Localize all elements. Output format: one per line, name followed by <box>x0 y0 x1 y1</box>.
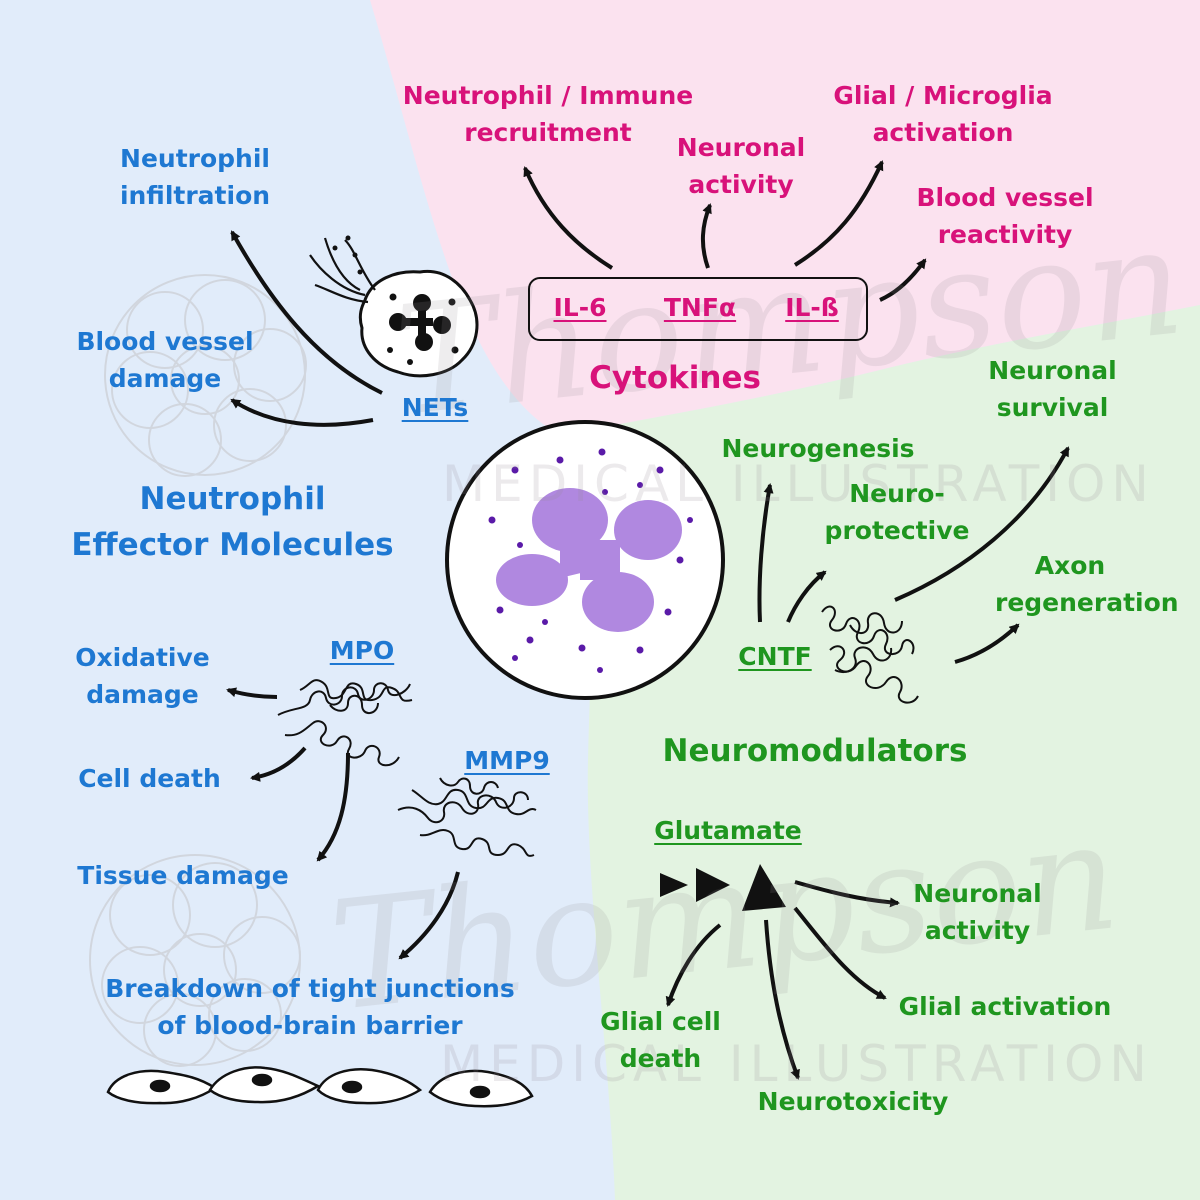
arrow-to-neutrophil-infiltration <box>230 230 383 395</box>
glutamate-label: Glutamate <box>654 816 802 845</box>
mpo-arrows <box>226 687 350 862</box>
cytokine-tnfa: TNFα <box>663 293 737 322</box>
nets-label: NETs <box>401 393 469 422</box>
watermark-caption-bottom: MEDICAL ILLUSTRATION <box>440 1035 1153 1093</box>
cntf-effect-neurogenesis: Neurogenesis <box>721 434 915 463</box>
cntf-protein-illustration <box>821 605 919 704</box>
cytokines-title: Cytokines <box>589 360 761 396</box>
endothelial-cells-illustration <box>106 1066 534 1108</box>
glutamate-arrows <box>665 880 900 1080</box>
arrow-to-blood-vessel-damage <box>230 398 374 427</box>
arrow-to-neuroprotective <box>786 570 827 623</box>
arrow-to-immune-recruitment <box>523 166 614 270</box>
arrow-to-axon-regeneration <box>954 623 1020 664</box>
arrow-to-tissue-damage <box>316 752 350 862</box>
mpo-effect-tissue-damage: Tissue damage <box>77 861 289 890</box>
glutamate-effect-neurotoxicity: Neurotoxicity <box>757 1087 949 1116</box>
arrow-to-vessel-reactivity <box>879 258 927 302</box>
arrow-to-glial-activation <box>793 906 887 1000</box>
arrow-to-neuronal-survival <box>894 446 1070 602</box>
cytokine-il1b: IL-ß <box>785 293 839 322</box>
central-neutrophil-illustration <box>445 420 725 700</box>
cytokine-molecule-box <box>528 277 868 341</box>
cytokine-il6: IL-6 <box>553 293 607 322</box>
arrow-to-oxidative-damage <box>226 687 278 699</box>
arrow-to-tight-junction-breakdown <box>398 871 460 960</box>
pink-region <box>370 0 1200 435</box>
mpo-label: MPO <box>329 636 395 665</box>
arrow-to-neurotoxicity <box>764 919 800 1080</box>
mmp9-label: MMP9 <box>464 746 550 775</box>
arrow-to-neuronal-activity <box>700 203 712 269</box>
nets-arrows <box>230 230 383 427</box>
arrow-to-glial-activation <box>793 160 884 267</box>
arrow-to-glut-neuronal-activity <box>794 880 900 908</box>
cntf-effect-neuroprotective: Neuro-protective <box>824 479 970 545</box>
cntf-label: CNTF <box>738 642 812 671</box>
arrow-to-cell-death <box>250 746 307 782</box>
glutamate-effect-glial-activation: Glial activation <box>898 992 1112 1021</box>
cntf-arrows <box>757 446 1070 664</box>
mmp9-protein-illustration <box>397 777 537 857</box>
net-releasing-neutrophil-illustration <box>309 235 479 378</box>
arrow-to-glial-cell-death <box>665 923 722 1007</box>
mpo-effect-cell-death: Cell death <box>78 764 221 793</box>
mpo-protein-illustration <box>277 679 413 767</box>
watermark-cell-cluster <box>89 274 307 1067</box>
cytokine-arrows <box>523 160 927 302</box>
neuromodulators-title: Neuromodulators <box>662 733 968 769</box>
glutamate-molecules <box>660 864 786 911</box>
mmp9-arrows <box>398 871 460 960</box>
arrow-to-neurogenesis <box>757 483 774 623</box>
watermark-caption-top: MEDICAL ILLUSTRATION <box>442 455 1155 513</box>
